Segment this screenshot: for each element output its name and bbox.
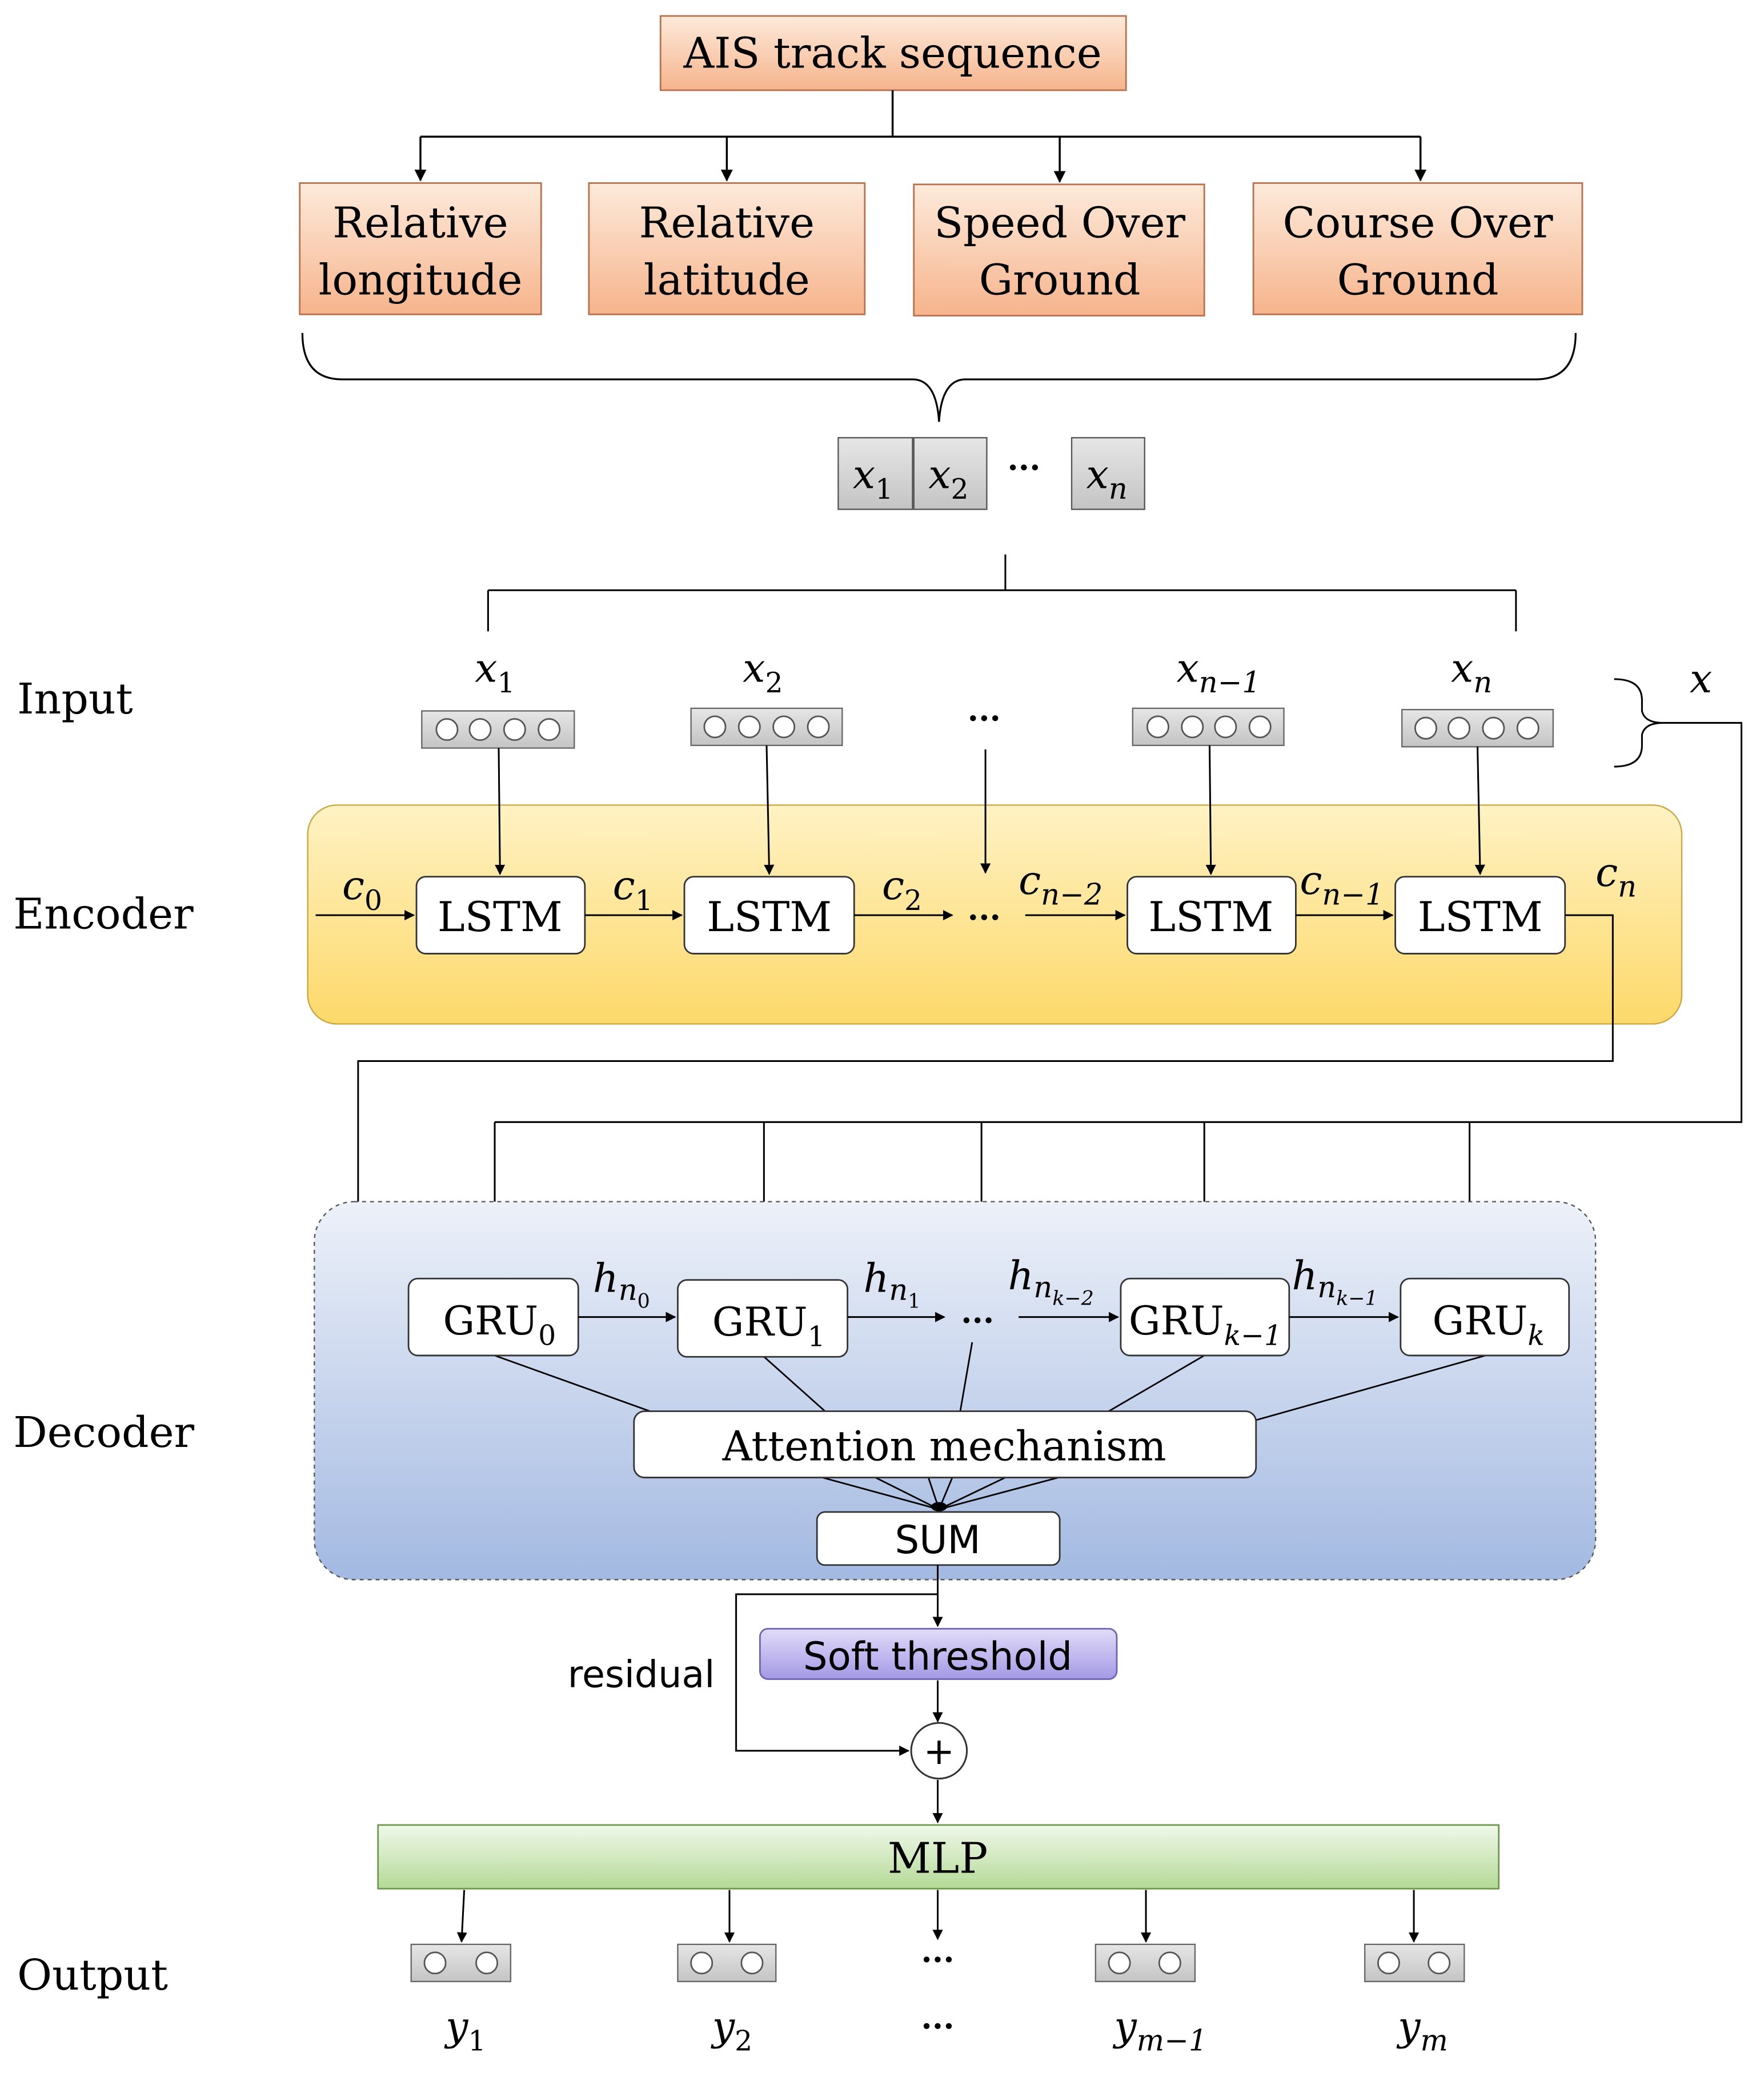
feature-box-speed-over-ground: Speed Over Ground [913,183,1205,317]
attention-lines [494,1342,1486,1510]
lstm-cell-2: LSTM [683,876,855,955]
attention-mechanism-box: Attention mechanism [633,1410,1257,1478]
gru-cell-k-1: GRUk−1 [1120,1277,1290,1357]
svg-text:xn: xn [1087,451,1128,506]
svg-text:GRU1: GRU1 [712,1299,825,1353]
svg-text:xn: xn [1451,645,1492,700]
svg-text:y2: y2 [711,2003,752,2058]
hidden-state-hn1: hn1 [863,1255,920,1313]
row-label-decoder: Decoder [13,1408,194,1457]
svg-text:LSTM: LSTM [438,893,563,941]
cell-state-c2: c2 [882,863,922,917]
svg-text:Soft threshold: Soft threshold [803,1634,1072,1679]
mlp-box: MLP [377,1824,1500,1890]
features-brace [301,332,1577,422]
feature-box-course-over-ground: Course Over Ground [1252,182,1583,315]
output-ellipsis-bottom: ··· [921,2008,954,2045]
decoder-ellipsis: ··· [961,1302,994,1340]
row-label-output: Output [17,1950,168,2000]
svg-text:ym: ym [1396,2003,1448,2058]
hidden-state-hn0: hn0 [593,1255,650,1313]
svg-text:+: + [924,1730,955,1773]
svg-text:y1: y1 [444,2003,486,2058]
svg-text:LSTM: LSTM [707,893,832,941]
output-vector-ym: ym [1364,1943,1465,2058]
svg-text:LSTM: LSTM [1148,893,1273,941]
feature-label-line1: Relative [639,198,815,248]
lstm-cell-4: LSTM [1394,876,1566,955]
output-vector-ym-1: ym−1 [1095,1943,1207,2058]
svg-text:xn−1: xn−1 [1176,645,1260,700]
row-label-encoder: Encoder [13,889,194,939]
sequence-ellipsis: ··· [1007,450,1040,487]
feature-label-line1: Speed Over [934,198,1185,248]
svg-text:x1: x1 [853,451,893,506]
feature-label-line1: Relative [332,198,508,248]
cell-state-c0: c0 [342,863,382,917]
residual-add-node: + [910,1722,968,1780]
feature-label-line2: longitude [319,255,523,305]
cell-state-cn-2: cn−2 [1019,857,1102,912]
ais-source-label: AIS track sequence [683,28,1101,78]
gru-cell-0: GRU0 [407,1277,579,1357]
gru-cell-k: GRUk [1400,1277,1570,1357]
encoder-ellipsis: ··· [968,899,1001,936]
feature-label-line2: Ground [1337,255,1499,305]
hidden-state-hnk-2: hnk−2 [1008,1253,1094,1310]
x-label: x [1690,656,1712,702]
lstm-cell-1: LSTM [415,876,586,955]
svg-text:GRUk: GRUk [1433,1298,1545,1352]
output-vector-y1: y1 [410,1943,512,2058]
x-brace [1614,678,1663,768]
input-ellipsis: ··· [968,700,1001,737]
svg-text:x1: x1 [475,645,515,699]
input-vector-x2: x2 [690,645,843,747]
lstm-cell-3: LSTM [1126,876,1297,955]
input-vector-xn-1: xn−1 [1132,645,1285,747]
svg-text:x2: x2 [743,645,783,699]
feature-label-line2: Ground [979,255,1141,305]
sequence-to-input-bracket [487,554,1517,632]
svg-text:MLP: MLP [888,1833,988,1883]
input-to-encoder-arrows [495,745,1485,875]
svg-text:Attention mechanism: Attention mechanism [722,1422,1166,1470]
residual-label: residual [568,1653,715,1696]
row-label-input: Input [17,674,133,724]
gru-cell-1: GRU1 [677,1279,849,1358]
output-vector-y2: y2 [677,1943,777,2058]
feature-box-relative-latitude: Relative latitude [588,182,866,315]
feature-box-relative-longitude: Relative longitude [299,182,542,315]
cell-state-cn: cn [1595,849,1637,904]
source-to-features-connector [414,90,1427,183]
input-vector-x1: x1 [421,645,575,749]
sequence-cell-xn: xn [1071,437,1145,510]
sum-box: SUM [816,1511,1061,1566]
svg-text:GRUk−1: GRUk−1 [1129,1298,1282,1352]
svg-text:SUM: SUM [895,1518,980,1562]
feature-label-line2: latitude [644,255,810,305]
hidden-state-hnk-1: hnk−1 [1292,1253,1377,1310]
input-vector-xn: xn [1401,645,1554,748]
svg-text:ym−1: ym−1 [1112,2003,1207,2058]
feature-label-line1: Course Over [1283,198,1553,248]
soft-threshold-box: Soft threshold [759,1627,1118,1680]
svg-text:x2: x2 [928,451,968,506]
svg-text:LSTM: LSTM [1418,893,1543,941]
output-ellipsis-top: ··· [921,1942,954,1979]
mlp-to-output-arrows [456,1890,1420,1943]
sequence-cell-x2: x2 [913,437,988,510]
attention-merge-dot [931,1502,947,1511]
encoder-panel [307,804,1683,1025]
ais-source-box [659,15,1127,91]
residual-route [735,1565,943,1824]
cell-state-cn-1: cn−1 [1300,857,1384,912]
cell-state-c1: c1 [613,863,653,917]
sequence-cell-x1: x1 [837,437,913,510]
svg-text:GRU0: GRU0 [443,1298,556,1352]
